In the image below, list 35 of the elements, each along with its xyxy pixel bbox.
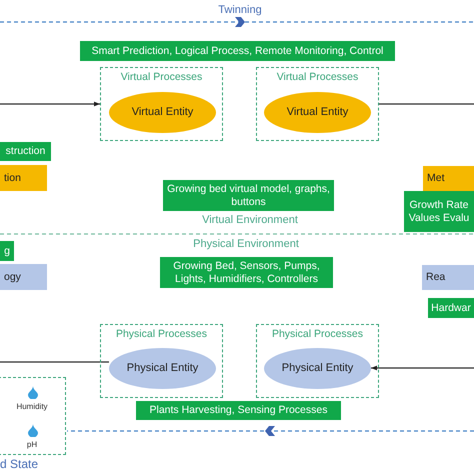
entity-ellipse: Physical Entity — [109, 348, 216, 389]
entity-ellipse: Virtual Entity — [109, 92, 216, 133]
process-box: Plants Harvesting, Sensing Processes — [136, 401, 341, 420]
process-group — [256, 324, 379, 398]
entity-ellipse: Physical Entity — [264, 348, 371, 389]
sensor-panel — [0, 377, 66, 455]
group-title: Virtual Processes — [276, 71, 360, 84]
flow-label: Twinning — [218, 4, 262, 16]
method-box: Met — [423, 166, 474, 191]
environment-label: Virtual Environment — [202, 214, 298, 226]
sensor-label: pH — [26, 440, 38, 450]
process-box: g — [0, 241, 14, 261]
process-box: Growing bed virtual model, graphs, buttons — [163, 180, 334, 211]
process-box: Smart Prediction, Logical Process, Remote Monitoring, Control — [80, 41, 395, 61]
method-box: tion — [0, 165, 47, 191]
connector-line — [0, 361, 109, 363]
group-title: Virtual Processes — [120, 71, 204, 84]
process-group — [100, 67, 223, 141]
technology-box: Rea — [422, 265, 474, 290]
connector-line — [379, 103, 474, 105]
group-title: Physical Processes — [270, 328, 364, 341]
entity-ellipse: Virtual Entity — [264, 92, 371, 133]
environment-label: Physical Environment — [193, 238, 299, 250]
process-group — [100, 324, 223, 398]
process-box: Growing Bed, Sensors, Pumps, Lights, Humidifiers, Controllers — [160, 257, 333, 288]
group-title: Physical Processes — [114, 328, 208, 341]
arrow — [371, 366, 474, 370]
process-group — [256, 67, 379, 141]
sensor-label: Humidity — [15, 402, 49, 412]
process-box: Hardwar — [428, 298, 474, 318]
technology-box: ogy — [0, 264, 47, 290]
process-box: Growth Rate Values Evalu — [404, 191, 474, 232]
arrow — [0, 102, 100, 106]
panel-caption: d State — [0, 457, 38, 471]
process-box: struction — [0, 142, 51, 161]
